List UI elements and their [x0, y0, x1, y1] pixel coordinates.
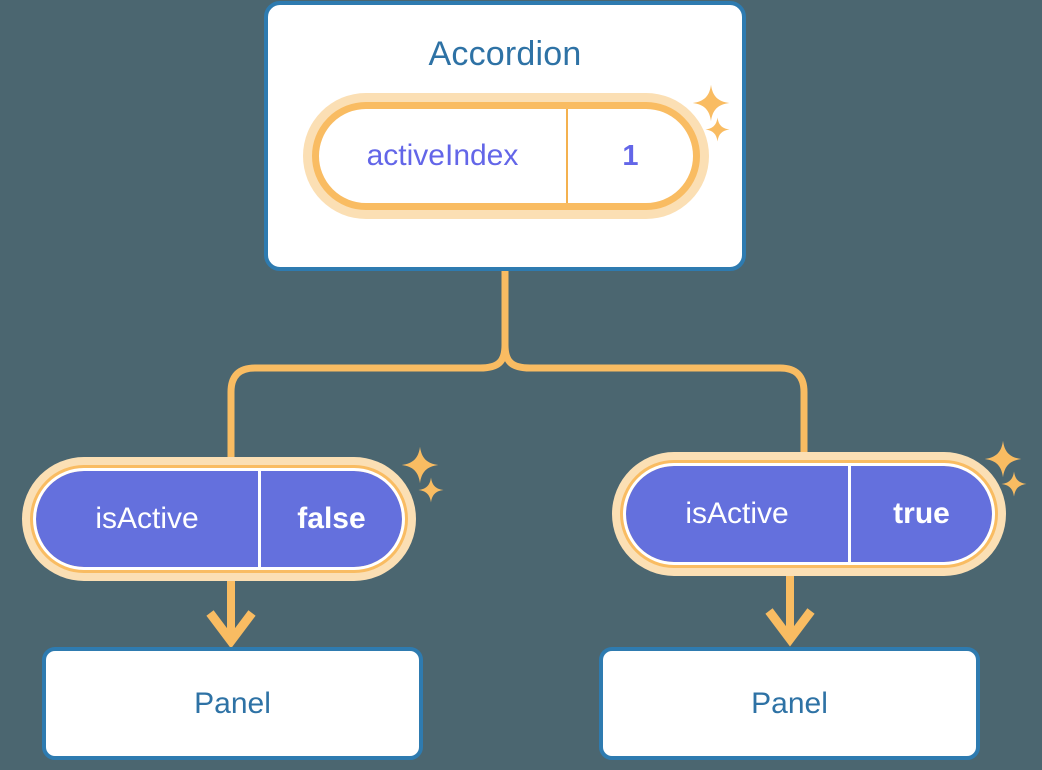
panel-title: Panel	[751, 686, 828, 720]
state-value-label: 1	[566, 109, 693, 203]
state-key-label: activeIndex	[366, 139, 519, 172]
state-pill-isactive-false[interactable]: isActive false	[30, 465, 408, 573]
state-pill-activeindex[interactable]: activeIndex 1	[312, 102, 700, 210]
page-title: Accordion	[428, 35, 582, 73]
sparkle-icon	[401, 446, 439, 484]
panel-card-left[interactable]: Panel	[42, 647, 423, 760]
sparkle-icon	[418, 477, 444, 503]
state-value-label: false	[258, 471, 402, 567]
state-pill-isactive-true[interactable]: isActive true	[620, 460, 998, 568]
state-key-label: isActive	[685, 497, 789, 530]
arrow-down-icon-right	[765, 570, 815, 647]
connector-tree	[227, 266, 808, 474]
sparkle-icon	[1001, 471, 1027, 497]
arrow-down-icon-left	[206, 576, 256, 649]
state-key-label: isActive	[95, 502, 199, 535]
panel-title: Panel	[194, 686, 271, 720]
panel-card-right[interactable]: Panel	[599, 647, 980, 760]
state-value-label: true	[848, 466, 992, 562]
